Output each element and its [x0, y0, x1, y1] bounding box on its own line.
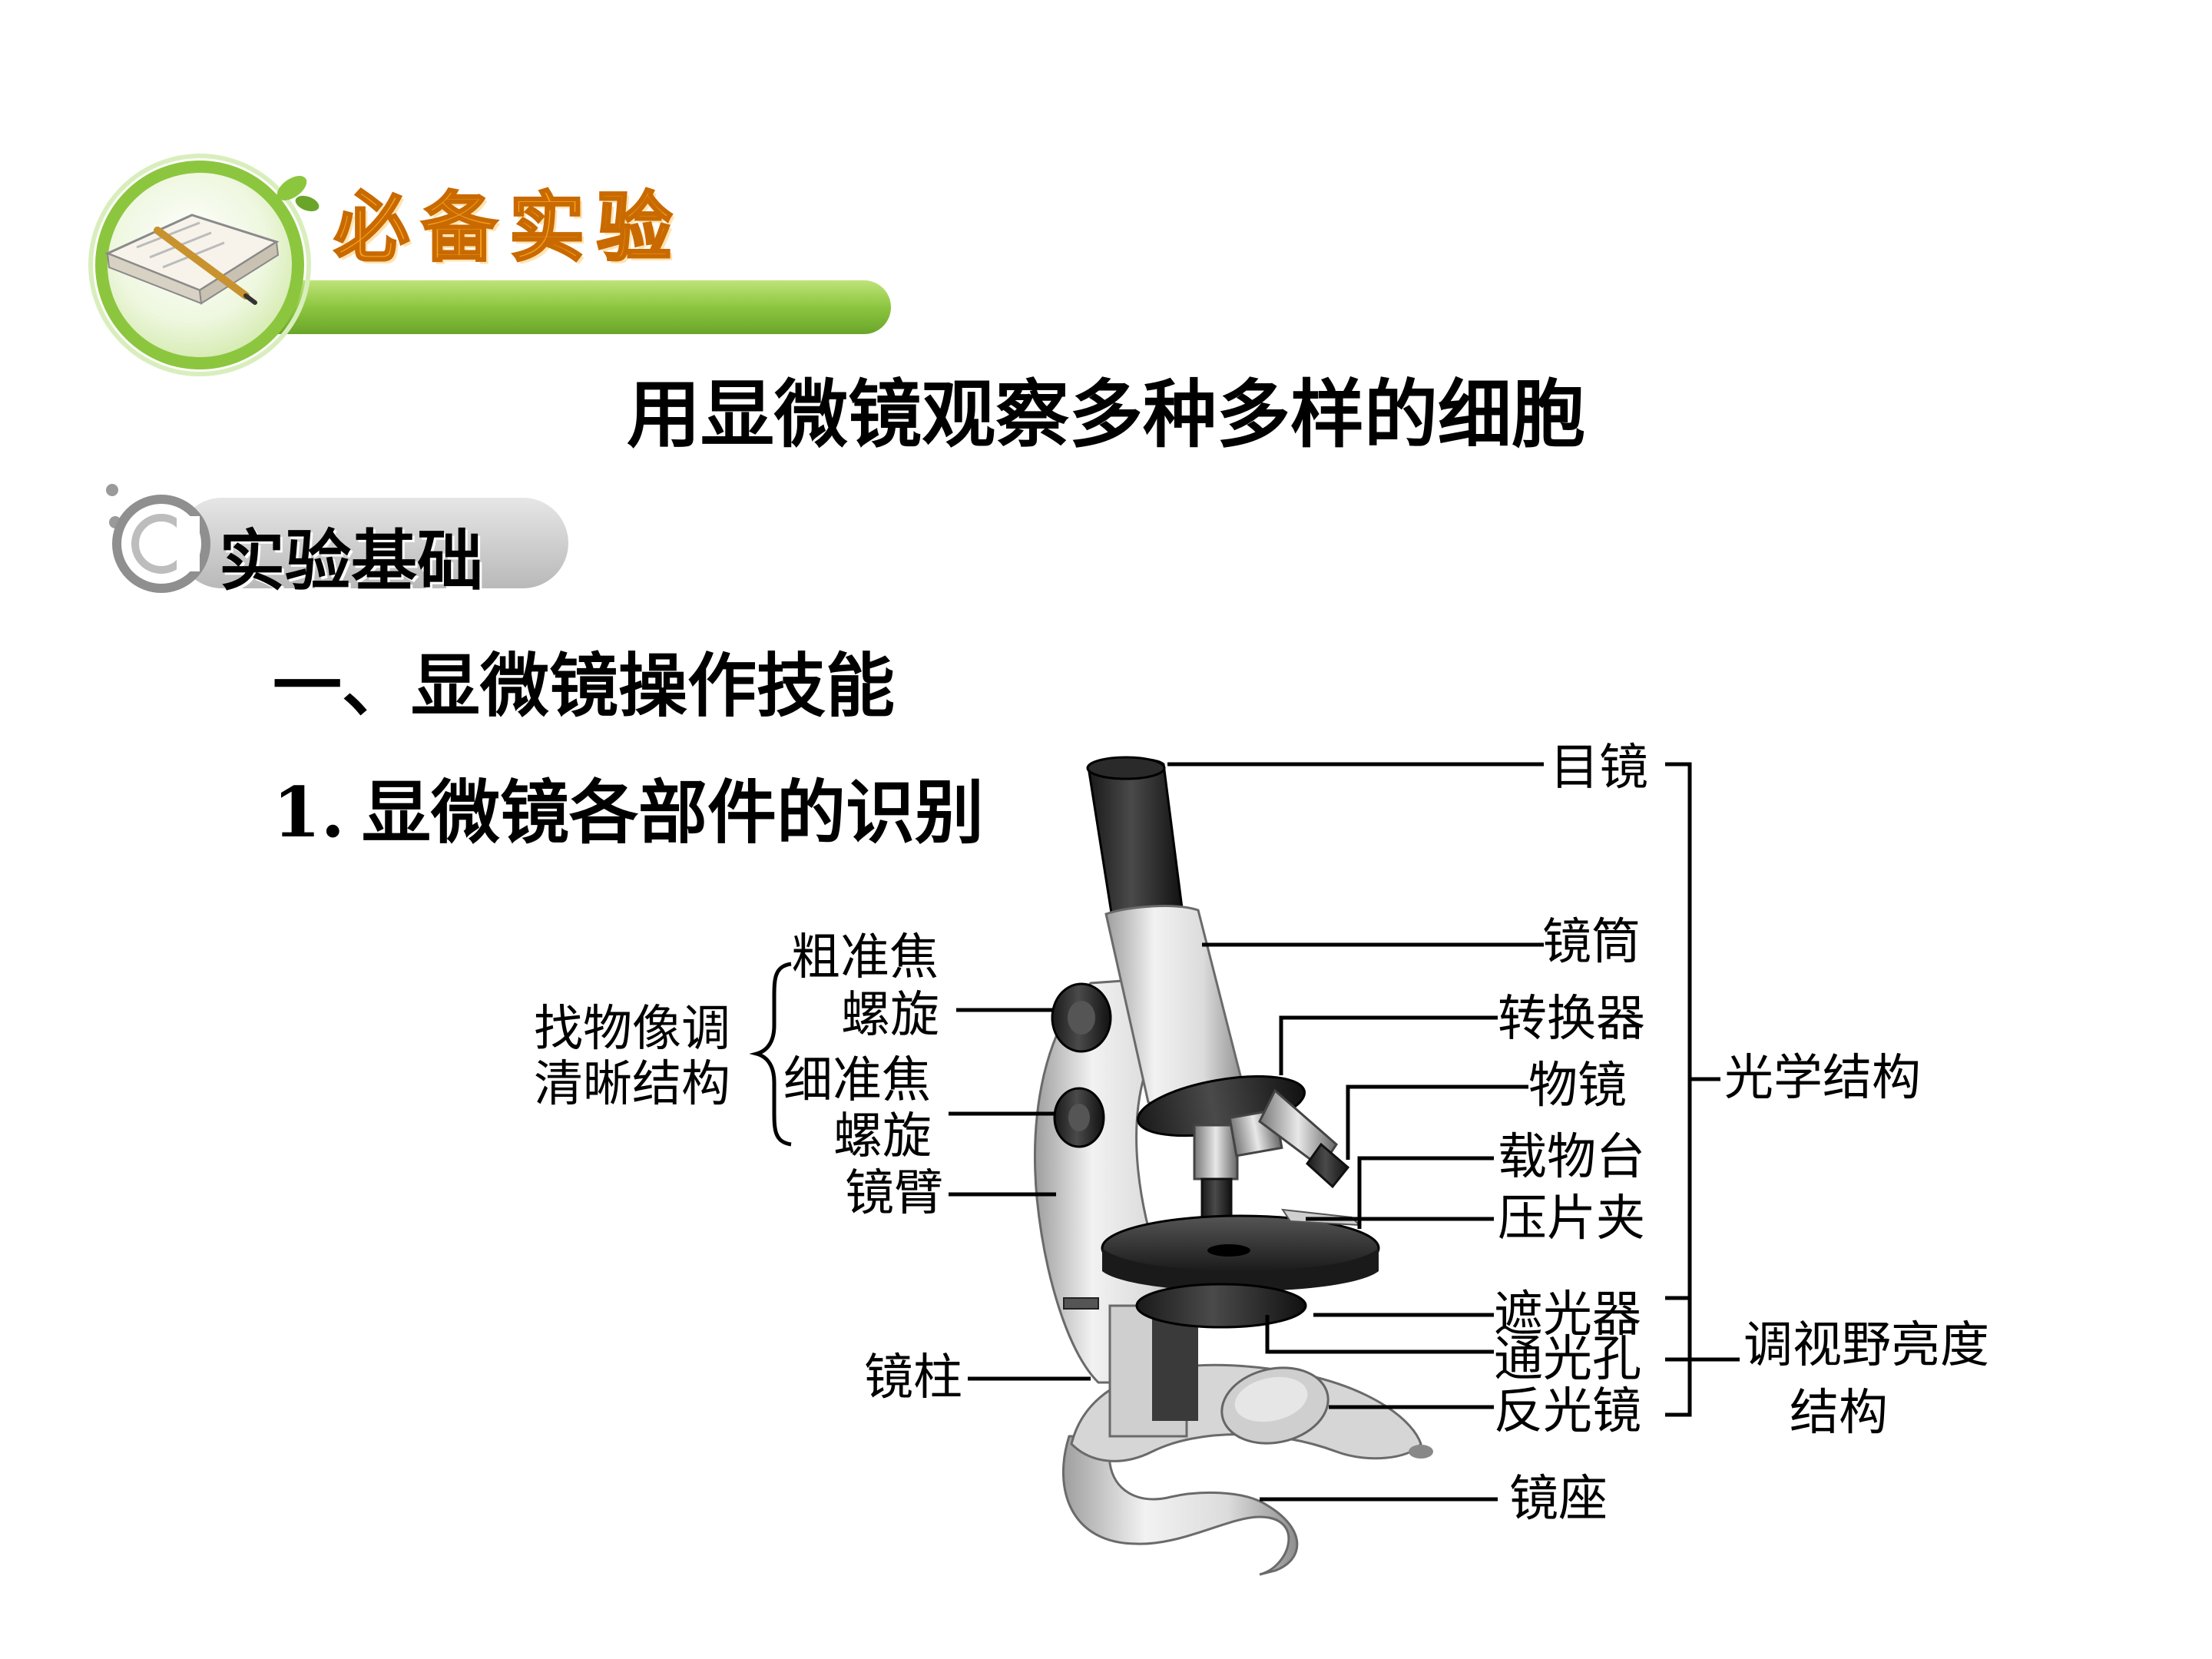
banner-bar: [223, 280, 891, 334]
label-focus-group-line2: 清晰结构: [534, 1056, 730, 1113]
left-brace: [749, 962, 792, 1147]
label-aperture: 通光孔: [1494, 1331, 1641, 1388]
diaphragm: [1135, 1283, 1307, 1329]
right-bracket: [1665, 762, 1740, 1417]
label-optical-group: 光学结构: [1724, 1050, 1921, 1107]
label-eyepiece: 目镜: [1550, 740, 1648, 796]
sub-heading-text: 显微镜各部件的识别: [361, 773, 984, 853]
aperture: [1207, 1244, 1250, 1257]
label-tube: 镜筒: [1542, 914, 1641, 971]
banner-title: 必备实验: [333, 184, 685, 272]
label-clip: 压片夹: [1498, 1190, 1645, 1247]
label-diaphragm: 遮光器: [1494, 1286, 1641, 1343]
label-coarse-line2: 螺旋: [841, 987, 939, 1044]
sub-heading: 1.显微镜各部件的识别: [273, 757, 984, 856]
leader-lines-right: [949, 762, 1544, 1502]
page-title: 用显微镜观察多种多样的细胞: [627, 371, 1585, 458]
sub-heading-number: 1.: [273, 772, 345, 853]
label-focus-group-line1: 找物像调: [534, 1001, 730, 1058]
label-pillar: 镜柱: [864, 1349, 962, 1406]
section-heading: 一、显微镜操作技能: [273, 646, 895, 727]
label-fine-line1: 细准焦: [783, 1052, 931, 1109]
label-light-group-line2: 结构: [1790, 1385, 1888, 1442]
pill-graphic: [106, 484, 568, 593]
pill-label: 实验基础: [219, 523, 483, 600]
label-stage: 载物台: [1498, 1129, 1645, 1186]
label-base: 镜座: [1509, 1471, 1608, 1528]
label-fine-line2: 螺旋: [833, 1108, 932, 1165]
microscope-base: [1062, 1435, 1299, 1576]
label-light-group-line1: 调视野亮度: [1743, 1317, 1989, 1374]
eyepiece: [1088, 757, 1184, 926]
label-mirror: 反光镜: [1494, 1383, 1641, 1440]
label-arm: 镜臂: [845, 1165, 943, 1222]
label-coarse-line1: 粗准焦: [791, 929, 939, 986]
label-nosepiece: 转换器: [1498, 991, 1645, 1048]
label-objective: 物镜: [1528, 1058, 1627, 1114]
book-icon: [104, 214, 280, 305]
